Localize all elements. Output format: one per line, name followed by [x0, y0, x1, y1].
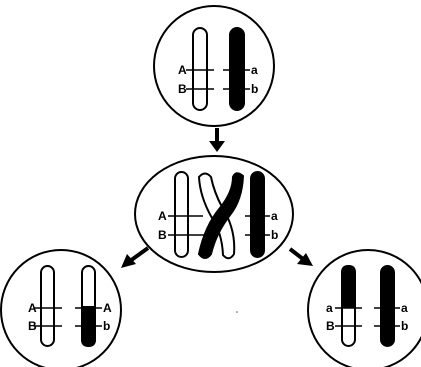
bottom-left-cell-allele-lower-right: b — [103, 319, 110, 333]
middle-cell-white-chromosome — [174, 171, 189, 258]
bottom-right-cell-recombinant-chromosome — [341, 264, 356, 347]
top-cell-allele-lower-left: B — [178, 82, 187, 96]
arrow-down-left — [121, 246, 150, 268]
arrow-down-right — [288, 247, 313, 266]
middle-cell-allele-lower-left: B — [158, 228, 167, 242]
bottom-left-cell-allele-upper-left: A — [28, 301, 37, 315]
bottom-left-cell-allele-upper-right: A — [103, 301, 112, 315]
top-cell-white-chromosome — [192, 27, 208, 111]
middle-cell-black-chromosome — [250, 171, 265, 258]
middle-cell-allele-lower-right: b — [271, 228, 278, 242]
middle-cell-crossing-black-chromatid — [197, 172, 245, 259]
middle-cell-allele-upper-right: a — [271, 209, 278, 223]
bottom-right-cell-allele-lower-right: b — [401, 319, 408, 333]
bottom-left-cell-white-chromosome — [40, 265, 55, 347]
middle-cell: A B a b — [134, 155, 294, 273]
arrow-down — [209, 128, 225, 152]
top-cell: A B a b — [153, 5, 275, 127]
top-cell-black-chromosome — [229, 27, 245, 111]
top-cell-allele-upper-right: a — [251, 63, 258, 77]
bottom-right-cell: a B a b — [307, 249, 421, 367]
bottom-right-cell-allele-lower-left: B — [326, 319, 335, 333]
bottom-left-cell: A B A b — [0, 249, 122, 367]
bottom-left-cell-allele-lower-left: B — [28, 319, 37, 333]
bottom-right-cell-black-chromosome — [380, 265, 395, 347]
top-cell-allele-upper-left: A — [178, 63, 187, 77]
bottom-right-cell-allele-upper-left: a — [326, 301, 333, 315]
middle-cell-allele-upper-left: A — [158, 209, 167, 223]
bottom-right-cell-allele-upper-right: a — [401, 301, 408, 315]
top-cell-allele-lower-right: b — [251, 82, 258, 96]
stray-dot — [236, 311, 238, 313]
bottom-left-cell-recombinant-chromosome — [81, 265, 96, 348]
